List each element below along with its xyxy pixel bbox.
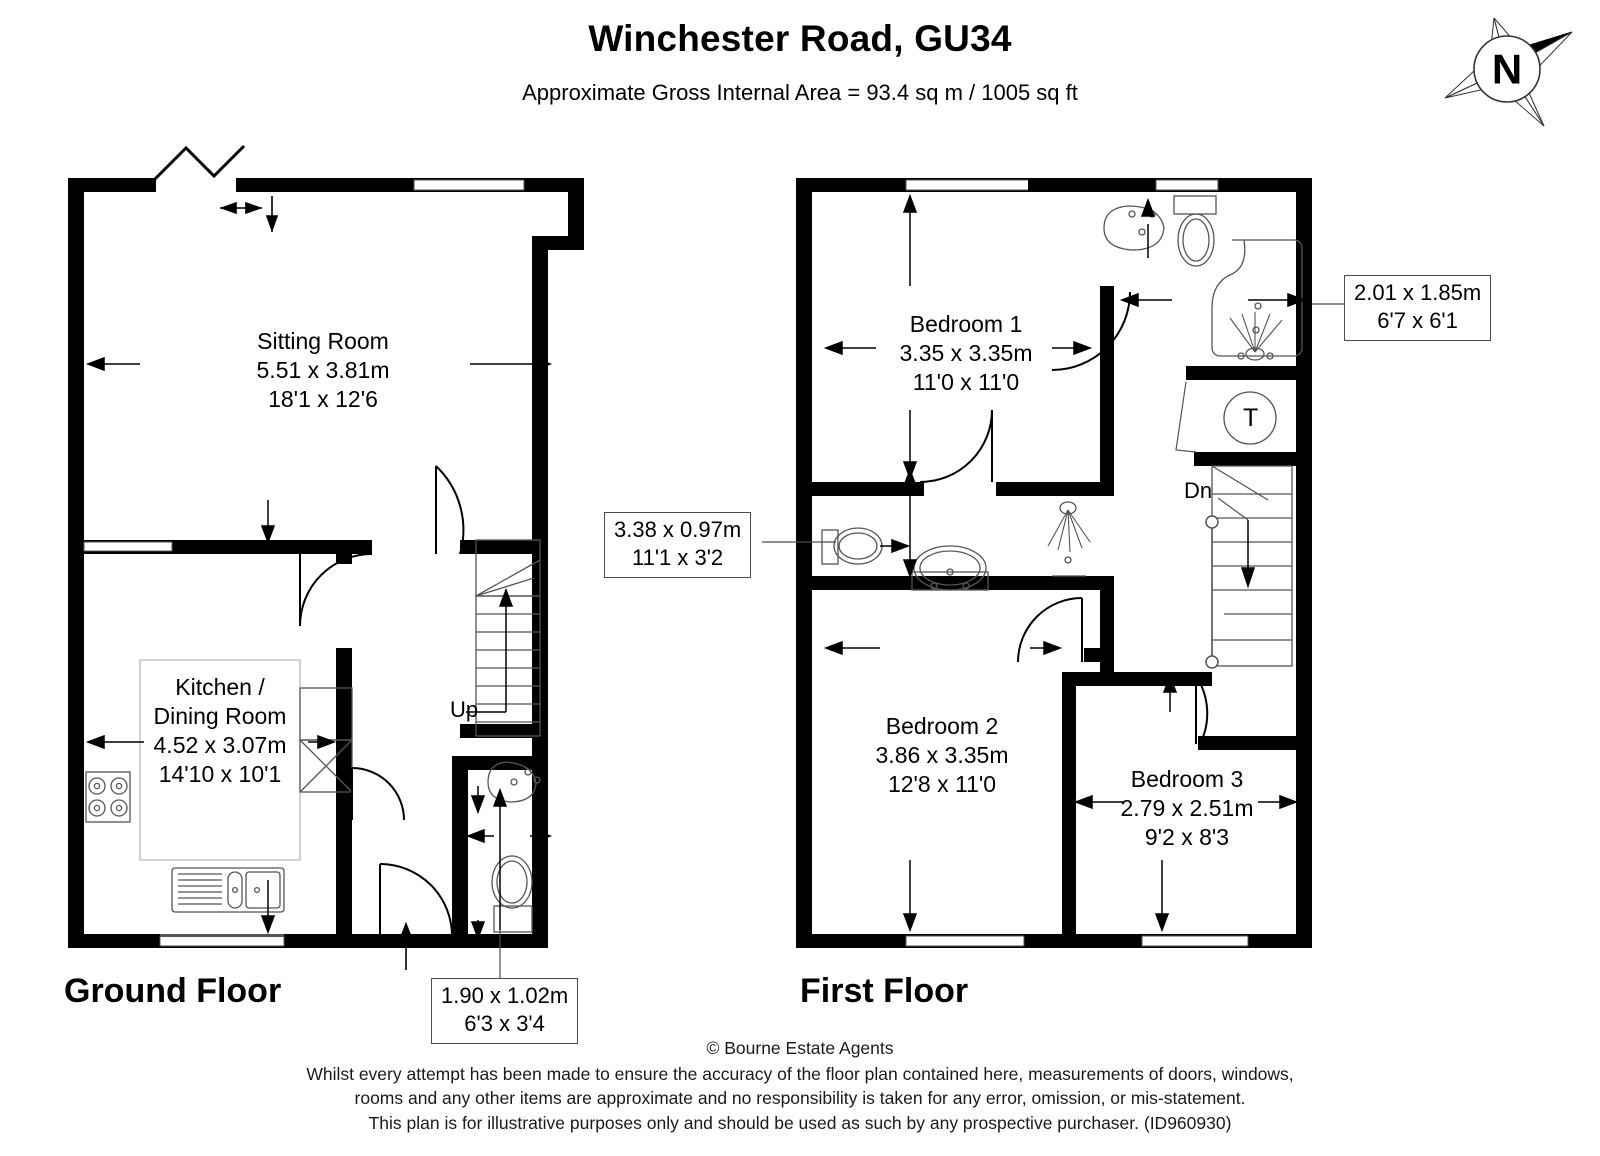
ground-floor-label: Ground Floor <box>64 972 282 1010</box>
bedroom-3-name: Bedroom 3 <box>1130 766 1244 792</box>
stairs-up-label: Up <box>450 697 479 722</box>
room-label-bedroom-2: Bedroom 2 3.86 x 3.35m 12'8 x 11'0 <box>818 712 1066 799</box>
footer: © Bourne Estate Agents Whilst every atte… <box>0 1036 1600 1135</box>
kitchen-imperial: 14'10 x 10'1 <box>158 761 282 787</box>
bedroom-2-name: Bedroom 2 <box>885 713 999 739</box>
bedroom-3-imperial: 9'2 x 8'3 <box>1144 824 1230 850</box>
stairs-down-label: Dn <box>1184 478 1213 503</box>
sitting-room-metric: 5.51 x 3.81m <box>256 357 390 383</box>
kitchen-name-line1: Kitchen / <box>175 674 265 700</box>
ground-floor-plan <box>68 144 584 970</box>
gross-internal-area-text: Approximate Gross Internal Area = 93.4 s… <box>522 80 1078 105</box>
kitchen-metric: 4.52 x 3.07m <box>153 732 287 758</box>
footer-line-2: rooms and any other items are approximat… <box>354 1088 1246 1108</box>
room-label-sitting-room: Sitting Room 5.51 x 3.81m 18'1 x 12'6 <box>183 327 463 414</box>
bedroom-1-imperial: 11'0 x 11'0 <box>912 369 1020 395</box>
callout-leader-lines <box>499 303 1344 978</box>
callout-cloakroom: 1.90 x 1.02m 6'3 x 3'4 <box>431 978 579 1044</box>
bedroom-3-metric: 2.79 x 2.51m <box>1120 795 1254 821</box>
bathroom-metric: 2.01 x 1.85m <box>1354 280 1482 305</box>
compass-north-letter: N <box>1492 46 1522 93</box>
cloakroom-imperial: 6'3 x 3'4 <box>464 1011 545 1036</box>
room-label-kitchen-dining: Kitchen / Dining Room 4.52 x 3.07m 14'10… <box>80 673 360 789</box>
landing-imperial: 11'1 x 3'2 <box>632 545 724 570</box>
landing-metric: 3.38 x 0.97m <box>614 517 742 542</box>
bedroom-2-imperial: 12'8 x 11'0 <box>887 771 997 797</box>
footer-line-3: This plan is for illustrative purposes o… <box>368 1112 1232 1133</box>
cloakroom-metric: 1.90 x 1.02m <box>441 983 569 1008</box>
bathroom-imperial: 6'7 x 6'1 <box>1377 308 1458 333</box>
room-label-bedroom-1: Bedroom 1 3.35 x 3.35m 11'0 x 11'0 <box>830 310 1102 397</box>
footer-copyright: © Bourne Estate Agents <box>706 1038 894 1058</box>
callout-landing: 3.38 x 0.97m 11'1 x 3'2 <box>604 512 752 578</box>
page-title: Winchester Road, GU34 <box>588 18 1012 59</box>
kitchen-name-line2: Dining Room <box>153 703 287 729</box>
hot-water-tank-label: T <box>1243 404 1259 432</box>
first-floor-label: First Floor <box>800 972 969 1010</box>
footer-line-1: Whilst every attempt has been made to en… <box>306 1063 1294 1084</box>
bedroom-1-name: Bedroom 1 <box>909 311 1023 337</box>
bedroom-1-metric: 3.35 x 3.35m <box>899 340 1033 366</box>
callout-bathroom: 2.01 x 1.85m 6'7 x 6'1 <box>1344 275 1492 341</box>
bedroom-2-metric: 3.86 x 3.35m <box>875 742 1009 768</box>
compass-rose-icon: N <box>1432 8 1582 130</box>
sitting-room-imperial: 18'1 x 12'6 <box>268 386 378 412</box>
room-label-bedroom-3: Bedroom 3 2.79 x 2.51m 9'2 x 8'3 <box>1062 765 1312 852</box>
sitting-room-name: Sitting Room <box>257 328 389 354</box>
